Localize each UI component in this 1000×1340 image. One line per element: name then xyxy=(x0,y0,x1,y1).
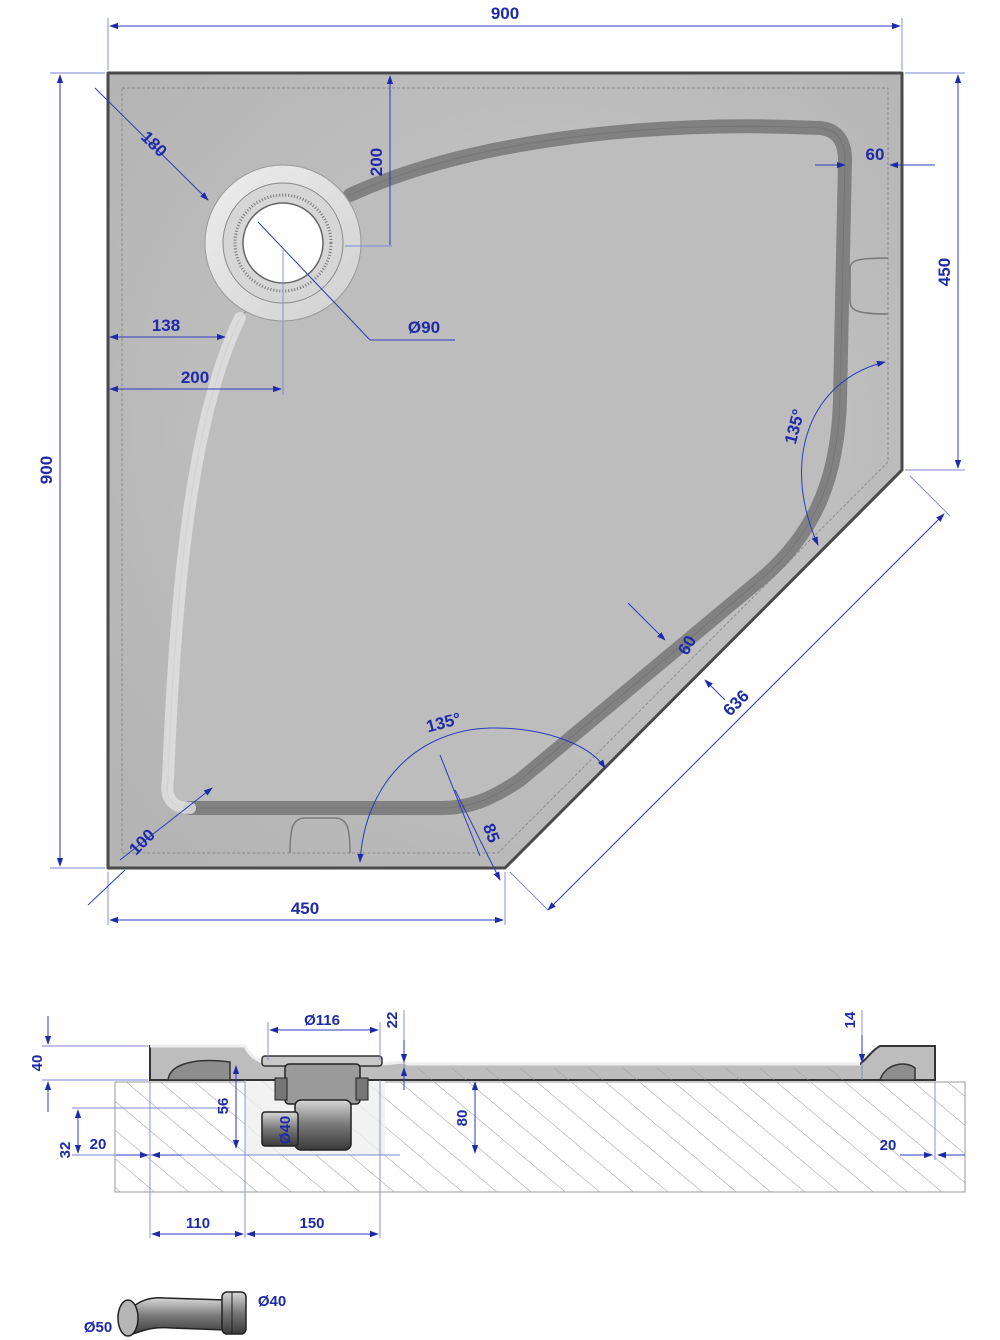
tray-foot-left xyxy=(167,1059,231,1081)
dim-depth-22: 22 xyxy=(384,1012,401,1029)
drain-body-upper xyxy=(284,1063,361,1105)
dim-drain-from-left-inner: 138 xyxy=(152,316,180,335)
floor-slab xyxy=(114,1081,966,1193)
channel-highlight xyxy=(161,312,246,814)
drain-body-lower xyxy=(294,1099,352,1151)
dim-offset-110: 110 xyxy=(186,1215,210,1232)
dim-drain-height-80: 80 xyxy=(454,1110,471,1127)
dim-offset-150: 150 xyxy=(299,1215,324,1232)
dim-drain-from-left: 200 xyxy=(181,368,209,387)
dim-drain-from-top: 200 xyxy=(367,148,386,176)
elbow-pipe xyxy=(124,1297,226,1336)
dim-drain-dia: Ø90 xyxy=(408,318,440,337)
dim-width-top: 900 xyxy=(491,4,519,23)
dim-left-20: 20 xyxy=(90,1136,107,1153)
dim-drain-top-dia: Ø116 xyxy=(304,1012,340,1029)
dim-large-dia: Ø50 xyxy=(84,1319,112,1336)
dim-base-32: 32 xyxy=(57,1142,74,1159)
dim-rim-14: 14 xyxy=(842,1011,859,1028)
dim-height-left: 900 xyxy=(37,456,56,484)
dim-depth-56: 56 xyxy=(215,1098,232,1115)
section-view: Ø116 22 14 40 56 Ø40 80 32 20 20 11 xyxy=(29,1010,966,1238)
tray-foot-right xyxy=(878,1063,916,1081)
dim-height-40: 40 xyxy=(29,1055,46,1072)
dim-small-dia: Ø40 xyxy=(258,1293,286,1310)
dim-right-side: 450 xyxy=(935,258,954,286)
elbow-fitting: Ø50 Ø40 xyxy=(84,1291,286,1337)
dim-diagonal: 636 xyxy=(719,686,752,719)
dim-bottom-side: 450 xyxy=(291,899,319,918)
notch-bottom xyxy=(289,817,351,854)
dim-outlet-dia: Ø40 xyxy=(277,1116,294,1144)
drain-outlet xyxy=(261,1111,299,1147)
plan-view: 900 900 180 200 60 450 Ø90 138 200 135° xyxy=(37,4,965,925)
notch-right xyxy=(849,257,889,315)
dim-rim-right: 60 xyxy=(866,145,885,164)
elbow-end-large xyxy=(117,1299,139,1337)
elbow-end-small xyxy=(221,1291,247,1335)
dim-right-20: 20 xyxy=(880,1137,897,1154)
